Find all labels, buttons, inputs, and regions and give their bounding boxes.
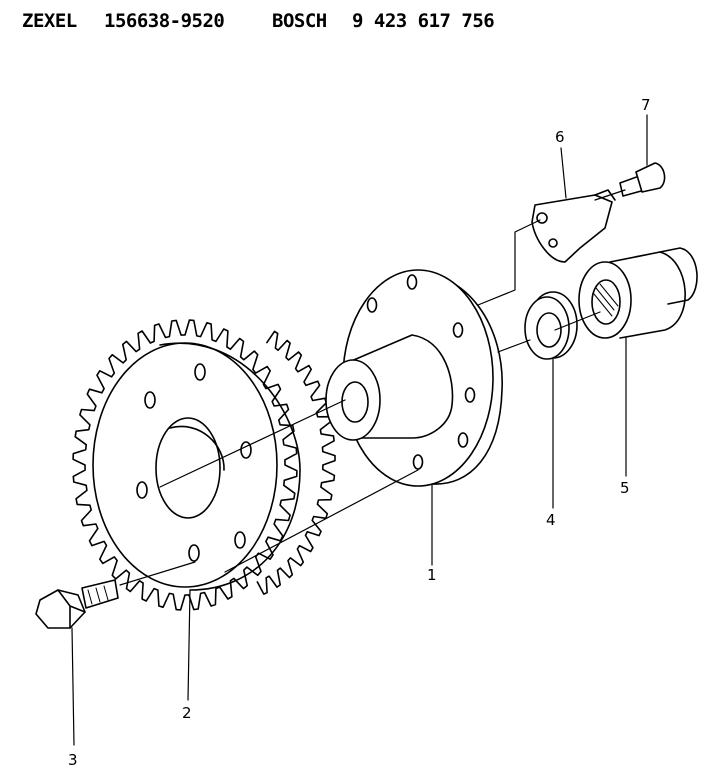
gear-bore-depth (169, 425, 225, 471)
callout-2: 2 (182, 704, 192, 722)
bracket (531, 189, 616, 263)
hub-bolt-holes (366, 274, 476, 470)
callout-3: 3 (68, 751, 78, 769)
bolt-threads (87, 585, 109, 605)
line-hub-washer (497, 339, 531, 353)
hub-boss-end (325, 359, 381, 441)
callout-1: 1 (427, 566, 437, 584)
part-number-right: 9 423 617 756 (352, 10, 495, 32)
brand-right: BOSCH (272, 10, 327, 32)
gear-bolt-hole (234, 531, 246, 549)
leader-6 (560, 147, 567, 199)
part-number-left: 156638-9520 (104, 10, 225, 32)
gear (72, 319, 336, 611)
gear-bolt-hole (194, 363, 206, 381)
header: ZEXEL 156638-9520 BOSCH 9 423 617 756 (0, 0, 715, 40)
gear-teeth-back (256, 330, 336, 595)
line-gear-hole-hub (224, 469, 419, 573)
callout-7: 7 (641, 96, 651, 114)
line-bolt-gear (119, 561, 196, 586)
bolt-head (35, 589, 86, 629)
line-gear-hub (159, 399, 346, 488)
hub-bolt-hole (464, 387, 476, 403)
callout-5: 5 (620, 479, 630, 497)
bolt-head-edges (57, 589, 86, 629)
line-washer-nut (554, 311, 601, 331)
screw-head (635, 162, 666, 193)
leader-3 (71, 627, 75, 746)
callout-4: 4 (546, 511, 556, 529)
bracket-hole-1 (536, 212, 548, 224)
hub-bolt-hole (366, 297, 378, 313)
gear-bore (155, 417, 221, 519)
assembly-lines (119, 189, 626, 586)
gear-teeth (72, 319, 298, 611)
line-hub-bracket (477, 219, 541, 306)
gear-bolt-holes (136, 363, 252, 562)
gear-bolt-hole (188, 544, 200, 562)
leader-lines (71, 114, 648, 746)
brand-left: ZEXEL (22, 10, 77, 32)
gear-face (92, 342, 278, 588)
hub-bolt-hole (457, 432, 469, 448)
hub-bolt-hole (452, 322, 464, 338)
nut (578, 247, 698, 339)
nut-thread (591, 279, 621, 325)
nut-thread-lines (593, 283, 619, 317)
callout-labels: 1 2 3 4 5 6 7 (68, 96, 651, 769)
line-bracket-screw (594, 189, 626, 201)
screw (619, 162, 666, 197)
gear-bolt-hole (136, 481, 148, 499)
gear-bolt-hole (144, 391, 156, 409)
nut-hex (659, 247, 698, 305)
callout-6: 6 (555, 128, 565, 146)
gear-rim (159, 342, 301, 591)
washer (524, 291, 578, 360)
bracket-hole-2 (548, 238, 558, 248)
gear-bolt-hole (240, 441, 252, 459)
leader-2 (187, 589, 191, 701)
nut-face (578, 261, 632, 339)
bolt (35, 579, 119, 629)
hub-bolt-hole (406, 274, 418, 290)
hub-bolt-hole (412, 454, 424, 470)
bracket-flange (594, 189, 616, 201)
bracket-plate (531, 194, 613, 263)
washer-face (524, 296, 570, 360)
washer-hole (536, 312, 562, 348)
hub (325, 269, 503, 487)
bolt-shank (81, 579, 119, 609)
